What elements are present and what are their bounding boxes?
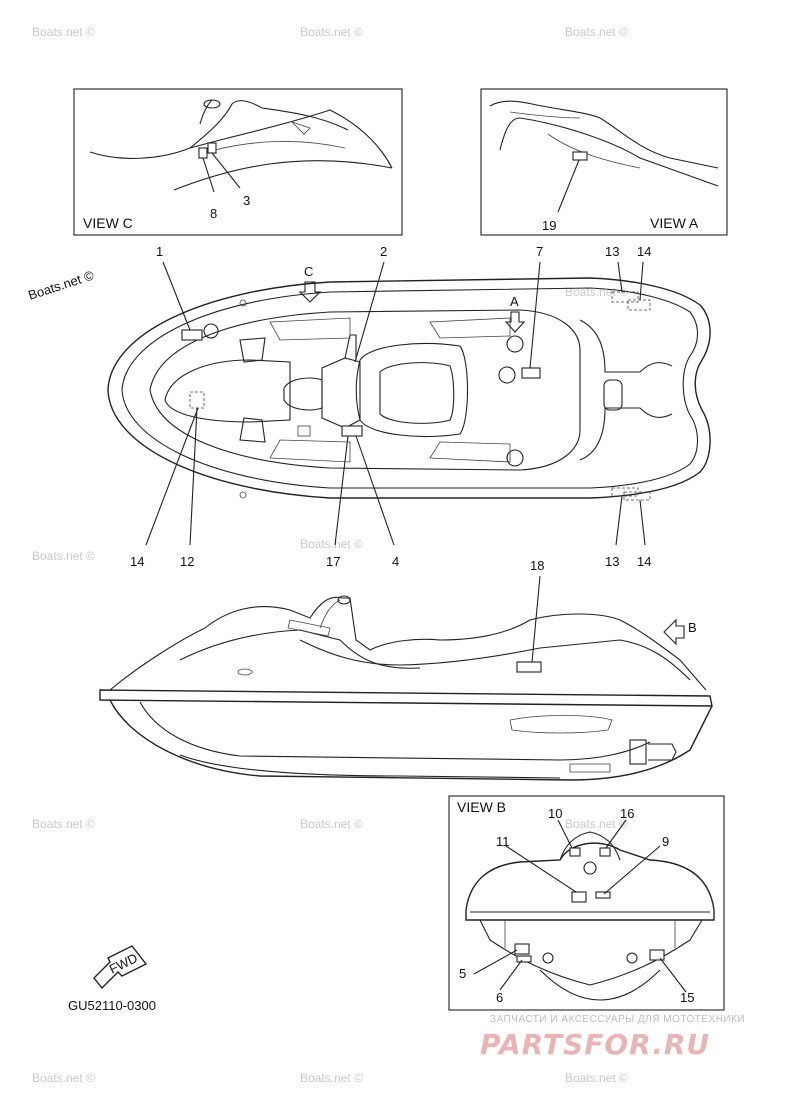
decal-17-4 <box>341 425 363 437</box>
promo-watermark: ЗАПЧАСТИ И АКСЕССУАРЫ ДЛЯ МОТОТЕХНИКИ PA… <box>480 1014 745 1061</box>
callout-1: 1 <box>156 244 163 259</box>
decal-19 <box>572 151 588 161</box>
watermark: Boats.net © <box>32 817 95 831</box>
view-c-arrow <box>298 281 322 303</box>
callout-4: 4 <box>392 554 399 569</box>
callout-14: 14 <box>637 554 651 569</box>
callout-13: 13 <box>605 244 619 259</box>
decal-11 <box>571 891 587 903</box>
view-b-arrow <box>663 618 685 646</box>
view-b-marker: B <box>688 620 697 635</box>
callout-9: 9 <box>662 834 669 849</box>
watermark: Boats.net © <box>565 25 628 39</box>
watermark: Boats.net © <box>32 25 95 39</box>
promo-brand: PARTSFOR.RU <box>480 1028 710 1061</box>
callout-7: 7 <box>536 244 543 259</box>
decal-14-bottom <box>623 491 651 501</box>
decal-15 <box>649 949 665 961</box>
fwd-indicator: FWD <box>93 945 148 990</box>
view-a-marker: A <box>510 294 519 309</box>
decal-7 <box>521 367 541 379</box>
decal-12-14 <box>189 391 205 409</box>
top-view-hull: C A 1 2 7 13 14 14 12 17 4 13 14 <box>107 244 711 569</box>
callout-13: 13 <box>605 554 619 569</box>
side-view-hull: 18 B <box>99 558 713 781</box>
callout-11: 11 <box>496 834 510 849</box>
promo-tagline: ЗАПЧАСТИ И АКСЕССУАРЫ ДЛЯ МОТОТЕХНИКИ <box>490 1014 745 1025</box>
callout-5: 5 <box>459 966 466 981</box>
decal-13-top <box>611 291 639 303</box>
decal-9 <box>595 891 611 899</box>
callout-15: 15 <box>680 990 694 1005</box>
watermark: Boats.net © <box>565 817 628 831</box>
watermark: Boats.net © <box>32 1071 95 1085</box>
callout-12: 12 <box>180 554 194 569</box>
callout-19: 19 <box>542 218 556 233</box>
watermark: Boats.net © <box>300 817 363 831</box>
decal-6 <box>516 955 532 963</box>
watermark: Boats.net © <box>300 1071 363 1085</box>
callout-14: 14 <box>637 244 651 259</box>
decal-1 <box>181 329 203 341</box>
view-b-panel: VIEW B 10 16 11 9 5 6 15 <box>448 795 725 1011</box>
decal-10 <box>569 847 581 857</box>
callout-6: 6 <box>496 990 503 1005</box>
callout-2: 2 <box>380 244 387 259</box>
decal-14-top <box>627 299 651 311</box>
view-a-title: VIEW A <box>650 215 699 231</box>
diagram-code: GU52110-0300 <box>68 998 156 1013</box>
decal-5 <box>514 943 530 955</box>
decal-3 <box>207 142 217 154</box>
fwd-arrow-icon <box>93 945 148 990</box>
callout-14: 14 <box>130 554 144 569</box>
fwd-label: FWD <box>107 950 140 976</box>
callout-3: 3 <box>243 193 250 208</box>
decal-18 <box>516 661 542 673</box>
callout-8: 8 <box>210 206 217 221</box>
view-a-panel: 19 VIEW A <box>480 88 728 236</box>
watermark: Boats.net © <box>300 537 363 551</box>
callout-16: 16 <box>620 806 634 821</box>
callout-10: 10 <box>548 806 562 821</box>
view-b-title: VIEW B <box>457 799 506 815</box>
view-a-arrow <box>504 311 526 333</box>
watermark: Boats.net © <box>32 549 95 563</box>
watermark: Boats.net © <box>300 25 363 39</box>
callout-17: 17 <box>326 554 340 569</box>
view-c-marker: C <box>304 264 313 279</box>
watermark: Boats.net © <box>565 1071 628 1085</box>
view-c-title: VIEW C <box>83 215 133 231</box>
decal-8 <box>198 147 208 159</box>
decal-16 <box>599 847 611 857</box>
decal-13-bottom <box>611 487 639 497</box>
view-c-panel: 8 3 VIEW C <box>73 88 403 236</box>
watermark-dark: Boats.net © <box>26 267 96 302</box>
callout-18: 18 <box>530 558 544 573</box>
